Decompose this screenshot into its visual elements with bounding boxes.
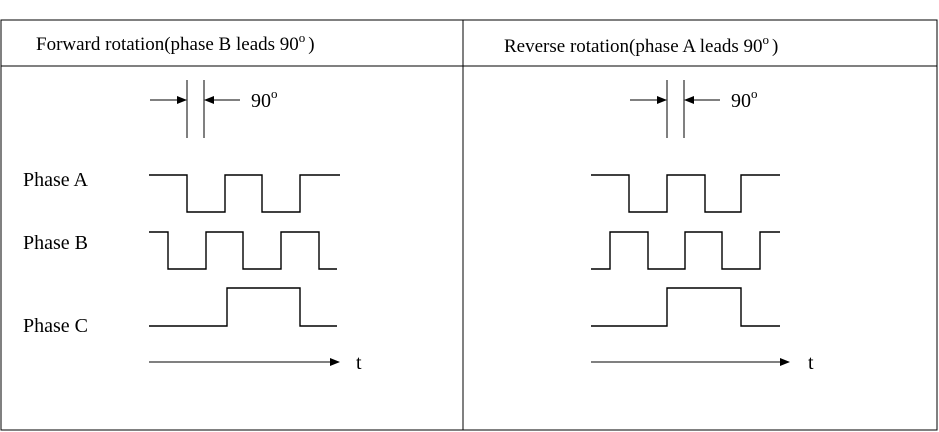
phase-c-waveform xyxy=(591,287,780,327)
phase-b-label: Phase B xyxy=(23,232,88,254)
reverse-rotation-panel: 90o t xyxy=(591,80,814,374)
right-header: Reverse rotation(phase A leads 90o) xyxy=(504,32,778,57)
phase-b-waveform xyxy=(591,231,780,270)
time-label: t xyxy=(356,352,362,374)
table-border xyxy=(0,19,938,431)
phase-a-label: Phase A xyxy=(23,169,89,191)
phase-a-waveform xyxy=(591,174,780,213)
left-header: Forward rotation(phase B leads 90o) xyxy=(36,30,315,55)
phase-shift-label: 90o xyxy=(251,86,278,112)
phase-b-waveform xyxy=(149,231,337,270)
forward-rotation-panel: 90o Phase A Phase B Phase C t xyxy=(23,80,362,374)
phase-c-waveform xyxy=(149,287,337,327)
phase-shift-label: 90o xyxy=(731,86,758,112)
phase-a-waveform xyxy=(149,174,340,213)
phase-c-label: Phase C xyxy=(23,315,88,337)
time-label: t xyxy=(808,352,814,374)
